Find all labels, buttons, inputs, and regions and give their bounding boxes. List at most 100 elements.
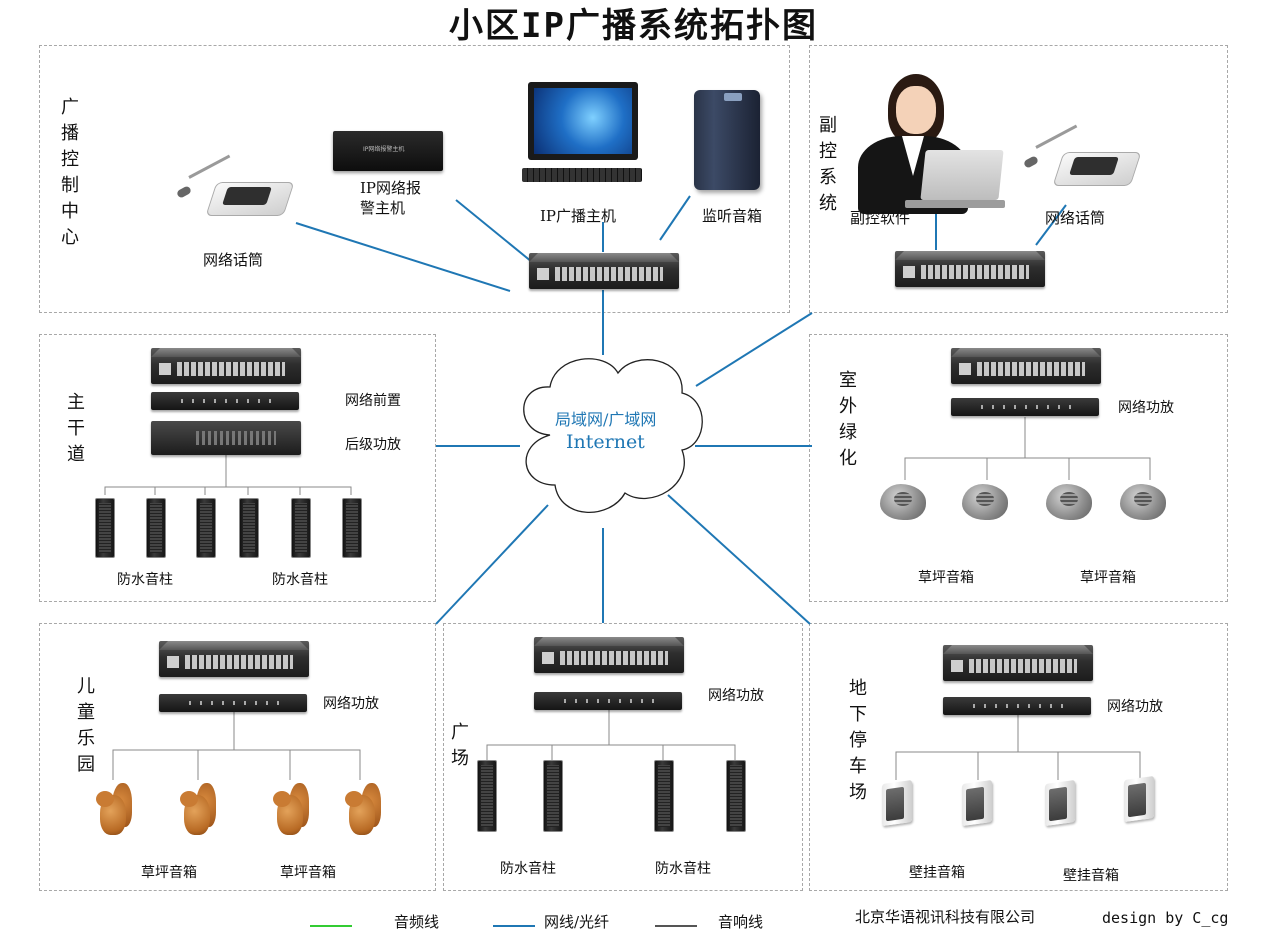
- waterproof-column-speaker-icon: [239, 498, 259, 558]
- label-char: 场: [451, 748, 469, 769]
- network-lines: [295, 195, 1067, 625]
- label-char: 绿: [839, 422, 857, 443]
- plaza-network-amp-icon: [534, 692, 682, 710]
- label-char: 车: [849, 756, 867, 777]
- label-char: 停: [849, 730, 867, 751]
- parking-network-amp-icon: [943, 697, 1091, 715]
- parking-vertical-label: 地 下 停 车 场: [848, 676, 868, 806]
- poweramp-label: 后级功放: [345, 437, 401, 453]
- sub-network-microphone-icon: [1022, 124, 1142, 190]
- legend-network-line: [493, 925, 535, 927]
- squirrel-lawn-speaker-icon: [180, 783, 216, 837]
- lawn-speaker-rock-icon: [1046, 484, 1092, 520]
- ip-broadcast-host-monitor-icon: [528, 82, 638, 160]
- panel-parking: [809, 623, 1228, 891]
- laptop-icon: [905, 150, 1005, 210]
- kids-vertical-label: 儿 童 乐 园: [76, 674, 96, 778]
- preamp-label: 网络前置: [345, 393, 401, 409]
- parking-speaker-label-1: 壁挂音箱: [909, 865, 965, 881]
- label-char: 化: [839, 448, 857, 469]
- lawn-speaker-rock-icon: [1120, 484, 1166, 520]
- main-road-switch-icon: [151, 348, 301, 384]
- label-char: 制: [61, 175, 79, 196]
- footer-company: 北京华语视讯科技有限公司: [855, 908, 1036, 926]
- legend-audio-label: 音频线: [394, 913, 440, 931]
- kids-switch-icon: [159, 641, 309, 677]
- label-char: 广: [451, 722, 469, 743]
- squirrel-lawn-speaker-icon: [96, 783, 132, 837]
- green-speaker-label-2: 草坪音箱: [1080, 570, 1136, 586]
- lawn-speaker-rock-icon: [880, 484, 926, 520]
- green-switch-icon: [951, 348, 1101, 384]
- label-char: 系: [819, 167, 837, 188]
- cloud-icon: [523, 358, 703, 513]
- ip-alarm-host-icon: IP网络报警主机: [333, 131, 443, 171]
- kids-amp-label: 网络功放: [323, 696, 379, 712]
- kids-speaker-label-2: 草坪音箱: [280, 865, 336, 881]
- panel-plaza: [443, 623, 803, 891]
- plaza-column-speaker-icon: [543, 760, 563, 832]
- cloud-line1: 局域网/广域网: [555, 410, 657, 429]
- kids-speaker-label-1: 草坪音箱: [141, 865, 197, 881]
- label-char: 童: [77, 702, 95, 723]
- main-road-speaker-label-1: 防水音柱: [117, 572, 173, 588]
- speaker-lines: [104, 417, 1151, 780]
- panel-main-road: [39, 334, 436, 602]
- label-char: 统: [819, 193, 837, 214]
- plaza-speaker-label-2: 防水音柱: [655, 861, 711, 877]
- wall-speaker-icon: [882, 782, 912, 824]
- label-char: 园: [77, 754, 95, 775]
- center-vertical-label: 广 播 控 制 中 心: [60, 95, 80, 251]
- network-microphone-icon: [175, 154, 295, 220]
- center-mic-label: 网络话筒: [203, 251, 264, 269]
- label-char: 控: [819, 141, 837, 162]
- plaza-column-speaker-icon: [726, 760, 746, 832]
- plaza-speaker-label-1: 防水音柱: [500, 861, 556, 877]
- kids-network-amp-icon: [159, 694, 307, 712]
- panel-broadcast-center: [39, 45, 790, 313]
- legend-speaker-line: [655, 925, 697, 927]
- host-label: IP广播主机: [540, 207, 617, 225]
- plaza-amp-label: 网络功放: [708, 688, 764, 704]
- squirrel-lawn-speaker-icon: [273, 783, 309, 837]
- diagram-title: 小区IP广播系统拓扑图: [449, 6, 818, 46]
- green-network-amp-icon: [951, 398, 1099, 416]
- label-char: 副: [819, 115, 837, 136]
- legend-audio-line: [310, 925, 352, 927]
- panel-kids-park: [39, 623, 436, 891]
- parking-switch-icon: [943, 645, 1093, 681]
- monitor-speaker-label: 监听音箱: [702, 207, 763, 225]
- parking-speaker-label-2: 壁挂音箱: [1063, 868, 1119, 884]
- legend-network-label: 网线/光纤: [544, 913, 610, 931]
- label-char: 儿: [77, 676, 95, 697]
- wall-speaker-icon: [1124, 778, 1154, 820]
- label-char: 播: [61, 123, 79, 144]
- cloud-line2: Internet: [566, 431, 645, 453]
- panel-outdoor-green: [809, 334, 1228, 602]
- wall-speaker-icon: [1045, 782, 1075, 824]
- label-char: 心: [61, 227, 79, 248]
- label-char: 场: [849, 782, 867, 803]
- waterproof-column-speaker-icon: [95, 498, 115, 558]
- green-vertical-label: 室 外 绿 化: [838, 368, 858, 472]
- wall-speaker-icon: [962, 782, 992, 824]
- squirrel-lawn-speaker-icon: [345, 783, 381, 837]
- waterproof-column-speaker-icon: [146, 498, 166, 558]
- sub-switch-icon: [895, 251, 1045, 287]
- plaza-switch-icon: [534, 637, 684, 673]
- legend-speaker-label: 音响线: [718, 913, 764, 931]
- green-amp-label: 网络功放: [1118, 400, 1174, 416]
- center-switch-icon: [529, 253, 679, 289]
- alarm-label-line2: 警主机: [360, 199, 406, 217]
- label-char: 干: [67, 418, 85, 439]
- monitor-speaker-icon: [694, 90, 760, 190]
- footer-credit: design by C_cg: [1102, 909, 1229, 927]
- waterproof-column-speaker-icon: [342, 498, 362, 558]
- panel-sub-control: [809, 45, 1228, 313]
- alarm-label-line1: IP网络报: [360, 179, 422, 197]
- network-preamp-icon: [151, 392, 299, 410]
- plaza-vertical-label: 广 场: [450, 720, 470, 772]
- plaza-column-speaker-icon: [654, 760, 674, 832]
- label-char: 主: [67, 392, 85, 413]
